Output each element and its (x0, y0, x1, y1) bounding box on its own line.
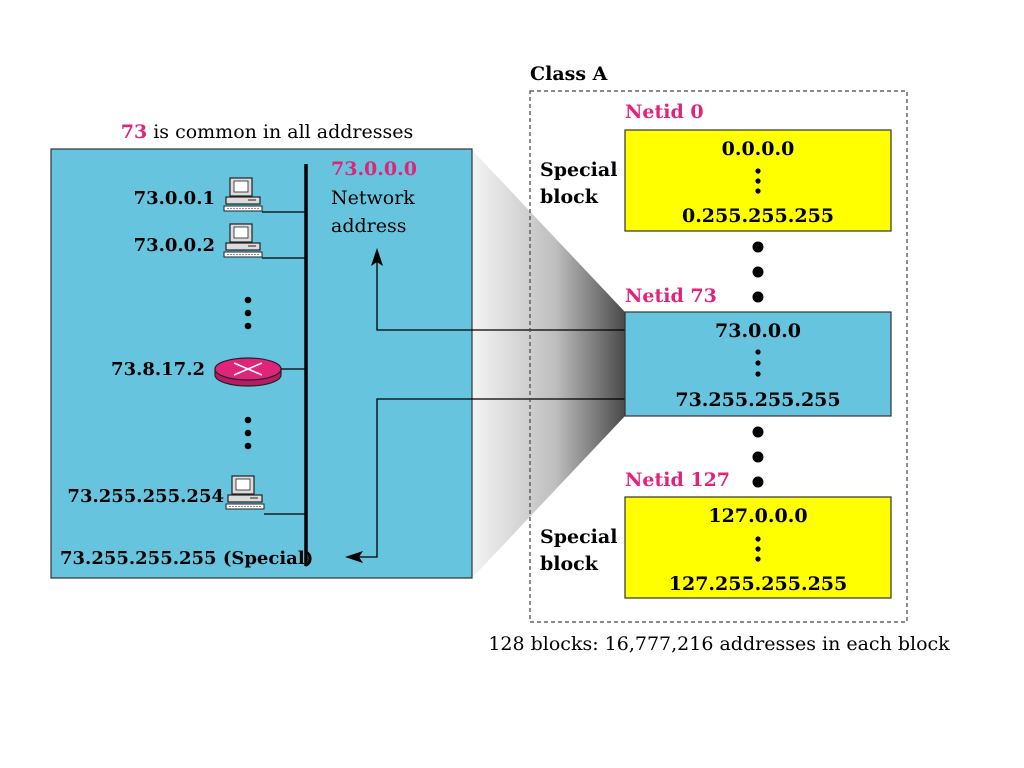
class-a-title: Class A (530, 63, 608, 85)
special-block-label-2: block (540, 553, 599, 575)
ellipsis-dots (752, 426, 764, 488)
host-address-1: 73.0.0.1 (134, 188, 215, 209)
ellipsis-dots (755, 536, 761, 562)
special-block-label-1: Special (540, 159, 617, 181)
router-address: 73.8.17.2 (111, 359, 205, 380)
block-0-first: 0.0.0.0 (722, 138, 795, 160)
broadcast-connector (358, 398, 665, 558)
ellipsis-dots (755, 349, 761, 377)
special-block-label-2: block (540, 186, 599, 208)
block-127-first: 127.0.0.0 (708, 505, 807, 527)
network-address-caption-2: address (331, 215, 406, 237)
netid-73-label: Netid 73 (625, 285, 717, 307)
blocks-footer-caption: 128 blocks: 16,777,216 addresses in each… (488, 633, 950, 655)
ellipsis-dots (755, 168, 761, 194)
broadcast-address-label: 73.255.255.255 (Special) (60, 548, 313, 569)
host-address-last: 73.255.255.254 (67, 486, 224, 507)
netid-127-label: Netid 127 (625, 469, 730, 491)
common-prefix-caption: 73 is common in all addresses (121, 121, 414, 143)
block-73-last: 73.255.255.255 (675, 389, 840, 411)
netid-0-label: Netid 0 (625, 101, 704, 123)
ellipsis-dots (244, 416, 252, 450)
host-address-2: 73.0.0.2 (134, 235, 215, 256)
block-127-last: 127.255.255.255 (669, 573, 848, 595)
block-0-last: 0.255.255.255 (682, 205, 834, 227)
block-73-first: 73.0.0.0 (715, 320, 801, 342)
network-address-connector (376, 258, 710, 331)
router-icon (214, 357, 282, 387)
network-address-value: 73.0.0.0 (331, 158, 417, 180)
ellipsis-dots (244, 296, 252, 330)
class-a-container (529, 90, 908, 623)
arrow-left-icon (345, 551, 363, 563)
zoom-funnel (472, 150, 625, 578)
network-address-caption-1: Network (331, 187, 415, 209)
special-block-label-1: Special (540, 526, 617, 548)
arrow-up-icon (371, 248, 383, 266)
ellipsis-dots (752, 241, 764, 303)
